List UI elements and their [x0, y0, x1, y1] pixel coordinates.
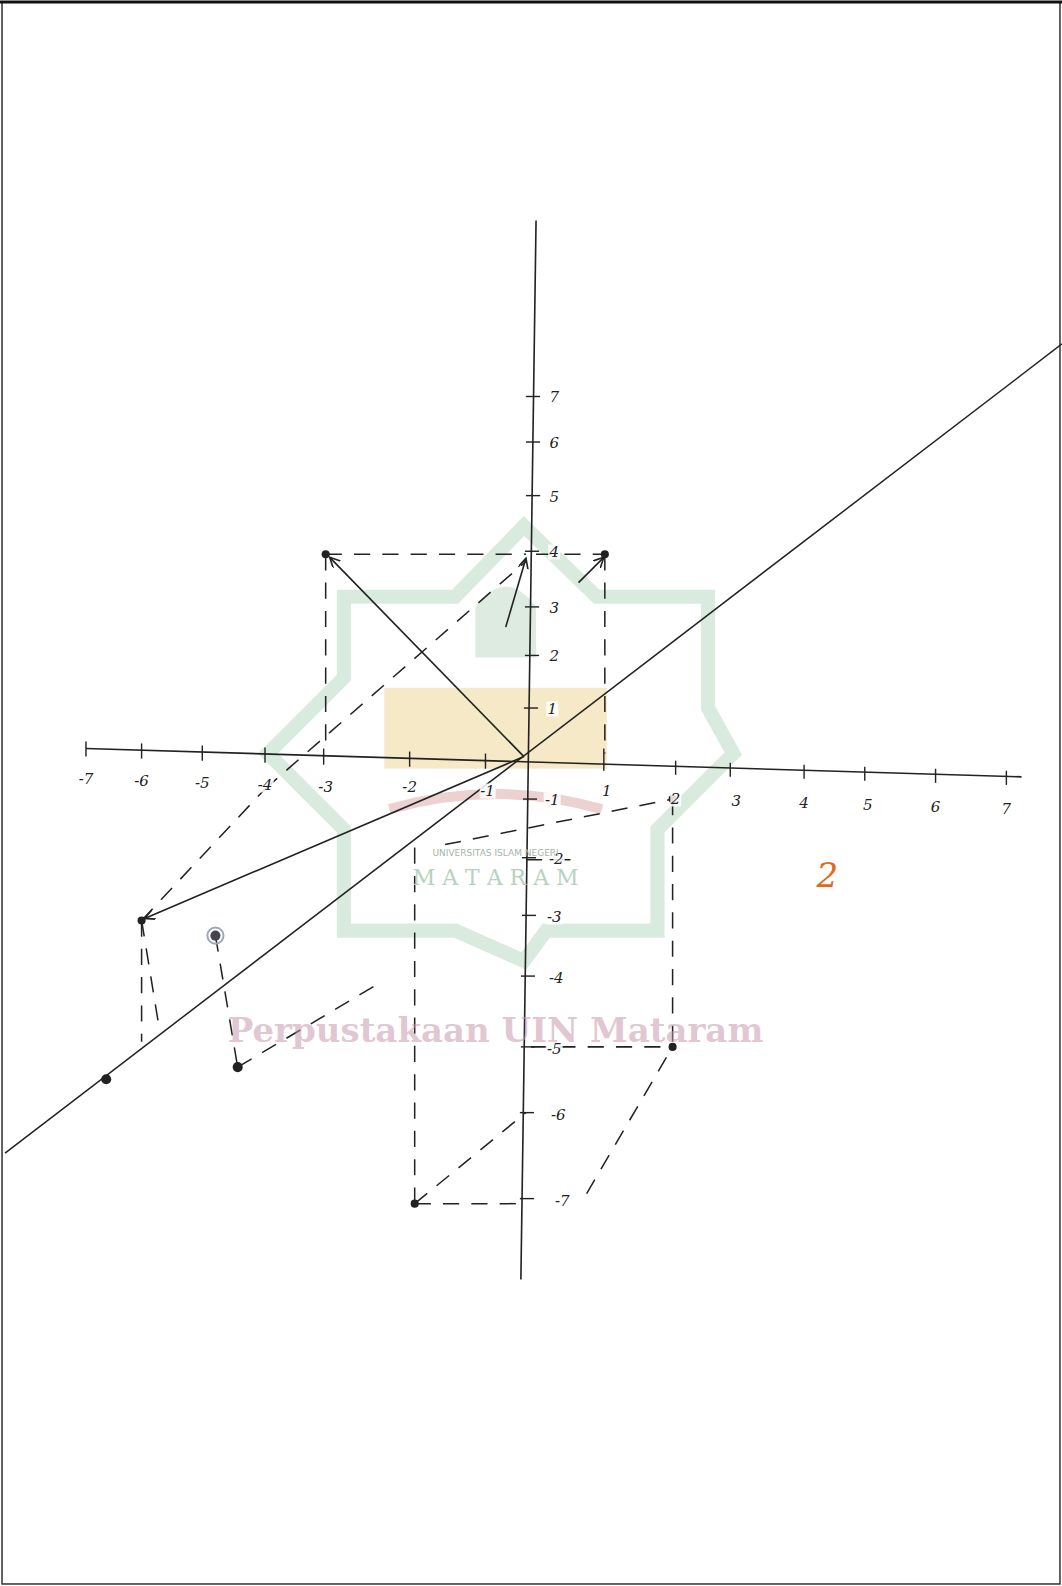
- x-axis-number: -4: [257, 777, 274, 792]
- x-axis-number: -3: [317, 779, 334, 794]
- y-axis-number: 2: [548, 649, 560, 664]
- watermark-text: M A T A R A M: [413, 867, 579, 889]
- y-axis-number: -4: [548, 971, 565, 986]
- y-axis-number: 6: [548, 436, 560, 451]
- x-axis-number: -2: [401, 779, 418, 794]
- x-axis-number: 6: [930, 800, 942, 815]
- x-axis-number: 7: [1001, 802, 1013, 817]
- y-axis-number: -3: [546, 910, 563, 925]
- y-axis-number: 7: [548, 390, 560, 405]
- y-axis-number: -6: [550, 1107, 567, 1122]
- y-axis-number: -7: [554, 1193, 571, 1208]
- watermark-text: Perpustakaan UIN Mataram: [228, 1013, 764, 1047]
- x-axis-number: 5: [862, 798, 874, 813]
- x-axis-number: 4: [798, 796, 810, 811]
- y-axis-number: 5: [548, 489, 560, 504]
- y-axis-number: 3: [548, 600, 560, 615]
- y-axis-number: 1: [546, 702, 558, 717]
- x-axis-number: 1: [601, 783, 613, 798]
- y-axis-number: -1: [544, 793, 561, 808]
- watermark-text: UNIVERSITAS ISLAM NEGERI: [432, 848, 558, 857]
- x-axis-number: -1: [479, 783, 496, 798]
- score-mark: 2: [817, 858, 839, 892]
- x-axis-number: 3: [731, 794, 743, 809]
- x-axis-number: 2: [670, 792, 682, 807]
- x-axis-number: -6: [133, 773, 150, 788]
- x-axis-number: -5: [194, 775, 211, 790]
- y-axis-number: 4: [548, 545, 560, 560]
- x-axis-number: -7: [78, 771, 95, 786]
